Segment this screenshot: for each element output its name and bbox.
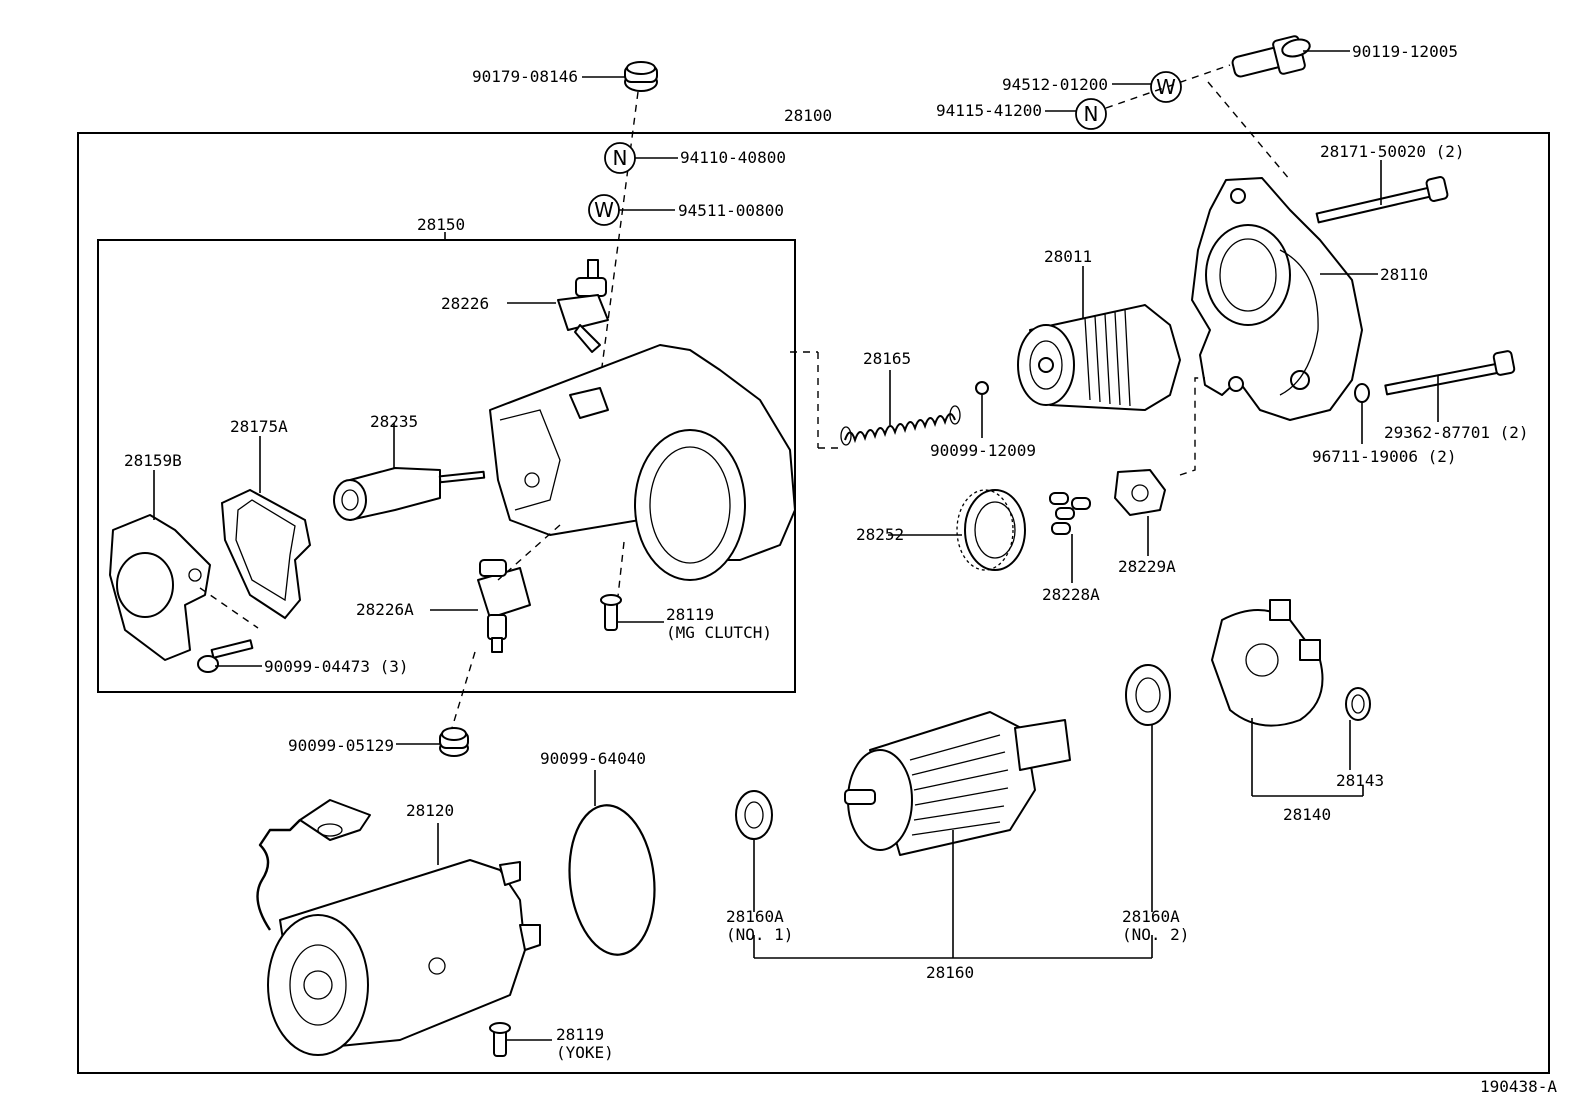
contact-terminal-icon bbox=[477, 559, 531, 653]
label-28175A: 28175A bbox=[230, 417, 288, 436]
label-28160A-no2: 28160A bbox=[1122, 907, 1180, 926]
label-28228A: 28228A bbox=[1042, 585, 1100, 604]
label-28120: 28120 bbox=[406, 801, 454, 820]
label-94115-41200: 94115-41200 bbox=[936, 101, 1042, 120]
label-28119-yoke-note: (YOKE) bbox=[556, 1043, 614, 1062]
label-29362-87701: 29362-87701 (2) bbox=[1384, 423, 1529, 442]
solenoid-housing-icon bbox=[489, 344, 796, 581]
terminal-bolt-icon bbox=[489, 1022, 511, 1057]
label-28100: 28100 bbox=[784, 106, 832, 125]
nut-marker-icon: N bbox=[604, 142, 636, 174]
terminal-bolt-icon bbox=[600, 594, 622, 631]
label-90099-05129: 90099-05129 bbox=[288, 736, 394, 755]
steel-ball-icon bbox=[975, 381, 989, 395]
label-28110: 28110 bbox=[1380, 265, 1428, 284]
brush-holder-icon bbox=[1211, 599, 1324, 727]
through-bolt-icon bbox=[1384, 350, 1516, 396]
svg-text:N: N bbox=[613, 146, 628, 170]
gasket-icon bbox=[220, 488, 312, 620]
label-28226: 28226 bbox=[441, 294, 489, 313]
assembly-28150-frame bbox=[97, 239, 796, 693]
label-28159B: 28159B bbox=[124, 451, 182, 470]
label-28119-mg-note: (MG CLUTCH) bbox=[666, 623, 772, 642]
label-94110-40800: 94110-40800 bbox=[680, 148, 786, 167]
end-cover-icon bbox=[109, 514, 211, 661]
nut-marker-icon: N bbox=[1075, 98, 1107, 130]
cap-nut-icon bbox=[624, 61, 658, 92]
label-28119-mg: 28119 bbox=[666, 605, 714, 624]
label-28160A-no2-note: (NO. 2) bbox=[1122, 925, 1189, 944]
assembly-28100-frame bbox=[77, 132, 1550, 1074]
o-ring-icon bbox=[568, 804, 656, 956]
label-28011: 28011 bbox=[1044, 247, 1092, 266]
compression-spring-icon bbox=[840, 405, 961, 446]
idler-gear-icon bbox=[956, 489, 1026, 571]
diagram-code: 190438-A bbox=[1480, 1077, 1557, 1096]
label-28229A: 28229A bbox=[1118, 557, 1176, 576]
contact-terminal-icon bbox=[557, 259, 609, 353]
label-28160: 28160 bbox=[926, 963, 974, 982]
label-28165: 28165 bbox=[863, 349, 911, 368]
label-94512-01200: 94512-01200 bbox=[1002, 75, 1108, 94]
starter-clutch-icon bbox=[1017, 304, 1181, 411]
label-90119-12005: 90119-12005 bbox=[1352, 42, 1458, 61]
label-90179-08146: 90179-08146 bbox=[472, 67, 578, 86]
roller-retainer-icon bbox=[1114, 469, 1166, 516]
label-94511-00800: 94511-00800 bbox=[678, 201, 784, 220]
flange-bolt-icon bbox=[1231, 35, 1311, 78]
label-28235: 28235 bbox=[370, 412, 418, 431]
drive-housing-icon bbox=[1191, 177, 1363, 421]
plunger-icon bbox=[333, 467, 486, 521]
starter-yoke-icon bbox=[256, 799, 541, 1056]
label-28252: 28252 bbox=[856, 525, 904, 544]
screw-icon bbox=[197, 639, 254, 673]
label-90099-64040: 90099-64040 bbox=[540, 749, 646, 768]
svg-text:N: N bbox=[1084, 102, 1099, 126]
brush-spring-icon bbox=[1345, 687, 1371, 721]
label-28160A-no1-note: (NO. 1) bbox=[726, 925, 793, 944]
label-28140: 28140 bbox=[1283, 805, 1331, 824]
ball-bearing-icon bbox=[1125, 664, 1171, 726]
ball-bearing-icon bbox=[735, 790, 773, 840]
terminal-cap-icon bbox=[439, 727, 469, 757]
through-bolt-icon bbox=[1315, 176, 1449, 224]
label-28119-yoke: 28119 bbox=[556, 1025, 604, 1044]
washer-icon bbox=[1354, 383, 1370, 403]
armature-icon bbox=[844, 711, 1071, 856]
roller-icon bbox=[1049, 492, 1091, 535]
svg-text:W: W bbox=[594, 198, 614, 222]
label-28226A: 28226A bbox=[356, 600, 414, 619]
washer-marker-icon: W bbox=[1150, 71, 1182, 103]
label-90099-04473: 90099-04473 (3) bbox=[264, 657, 409, 676]
label-90099-12009: 90099-12009 bbox=[930, 441, 1036, 460]
label-28150: 28150 bbox=[417, 215, 465, 234]
washer-marker-icon: W bbox=[588, 194, 620, 226]
label-28143: 28143 bbox=[1336, 771, 1384, 790]
label-96711-19006: 96711-19006 (2) bbox=[1312, 447, 1457, 466]
label-28160A-no1: 28160A bbox=[726, 907, 784, 926]
label-28171-50020: 28171-50020 (2) bbox=[1320, 142, 1465, 161]
svg-text:W: W bbox=[1156, 75, 1176, 99]
